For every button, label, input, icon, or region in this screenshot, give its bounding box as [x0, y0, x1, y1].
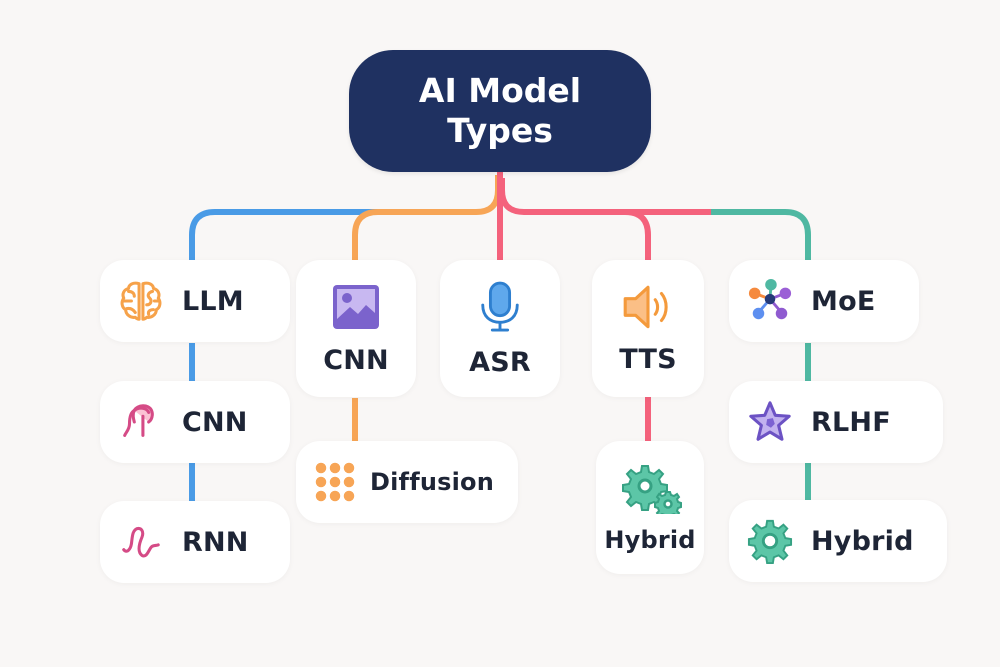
wave-squiggle-icon — [122, 526, 160, 558]
node-label: CNN — [323, 345, 389, 376]
node-cnn-image[interactable]: CNN — [296, 260, 416, 397]
node-label: CNN — [182, 406, 248, 438]
root-title-line2: Types — [447, 111, 553, 150]
node-label: RLHF — [811, 406, 891, 438]
node-label: Diffusion — [370, 468, 495, 496]
node-label: TTS — [619, 344, 677, 375]
speaker-icon — [623, 285, 668, 329]
node-label: ASR — [469, 347, 531, 378]
node-label: Hybrid — [604, 525, 696, 554]
gear-icon — [747, 519, 793, 564]
gears-icon — [622, 464, 682, 514]
node-cnn-neuron[interactable]: CNN — [100, 381, 290, 463]
connector-pink-tts — [624, 209, 651, 262]
connector-pink-top — [499, 178, 712, 215]
node-moe[interactable]: MoE — [729, 260, 919, 342]
microphone-icon — [481, 281, 519, 332]
star-icon — [749, 401, 791, 441]
root-node: AI Model Types — [349, 50, 651, 172]
node-label: MoE — [811, 285, 876, 317]
node-label: LLM — [182, 285, 244, 317]
dot-grid-icon — [315, 462, 355, 502]
node-asr[interactable]: ASR — [440, 260, 560, 397]
node-label: Hybrid — [811, 525, 914, 557]
image-icon — [333, 285, 379, 329]
node-label: RNN — [182, 526, 249, 558]
node-llm[interactable]: LLM — [100, 260, 290, 342]
root-title: AI Model Types — [400, 71, 600, 151]
root-title-line1: AI Model — [418, 71, 582, 110]
connector-teal-top — [711, 209, 811, 262]
node-hybrid-tts[interactable]: Hybrid — [596, 441, 704, 574]
connector-orange-top — [352, 175, 501, 262]
connector-blue-top — [189, 209, 390, 262]
node-tts[interactable]: TTS — [592, 260, 704, 397]
brain-icon — [120, 281, 162, 321]
node-rnn[interactable]: RNN — [100, 501, 290, 583]
network-hub-icon — [748, 278, 792, 320]
node-diffusion[interactable]: Diffusion — [296, 441, 518, 523]
node-hybrid-teal[interactable]: Hybrid — [729, 500, 947, 582]
squiggle-neuron-icon — [123, 404, 154, 437]
node-rlhf[interactable]: RLHF — [729, 381, 943, 463]
